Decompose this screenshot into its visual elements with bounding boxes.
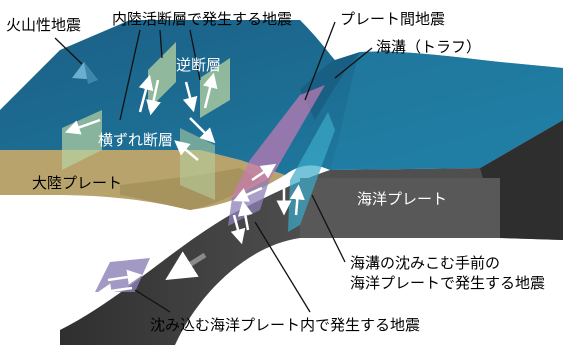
arrow-strike-2 xyxy=(189,117,216,144)
label-interplate-earthquake: プレート間地震 xyxy=(340,10,445,28)
arrow-interplate-2 xyxy=(233,186,263,202)
leader-inland-1 xyxy=(159,29,163,59)
interplate-plane xyxy=(230,85,325,200)
label-strike-slip-fault: 横ずれ断層 xyxy=(98,131,173,149)
motion-arrows xyxy=(64,72,305,299)
arrow-slab-1 xyxy=(230,214,246,245)
leader-interplate xyxy=(304,21,336,101)
arrow-reverse-2 xyxy=(182,81,198,113)
subduction-direction-arrow xyxy=(165,251,207,280)
label-reverse-fault: 逆断層 xyxy=(176,56,221,74)
leader-lines xyxy=(54,21,373,313)
oceanic-plate-front xyxy=(300,178,500,238)
label-outer-rise-line2: 海洋プレートで発生する地震 xyxy=(350,274,545,292)
label-volcanic-earthquake: 火山性地震 xyxy=(6,16,81,34)
arrow-reverse-1 xyxy=(202,72,218,109)
leader-intraslab-2 xyxy=(254,221,311,313)
oceanic-plate-side xyxy=(480,120,563,240)
label-outer-rise-line1: 海溝の沈みこむ手前の xyxy=(350,254,500,272)
label-oceanic-plate: 海洋プレート xyxy=(357,190,447,208)
arrow-interplate-1 xyxy=(251,163,277,182)
trench-groove xyxy=(300,52,360,120)
arrow-slab-2 xyxy=(237,200,253,231)
volcano-icon xyxy=(72,62,98,84)
arrow-strike-1 xyxy=(64,118,101,135)
leader-trench xyxy=(334,47,373,79)
label-continental-plate: 大陸プレート xyxy=(32,174,122,192)
outer-rise-plane xyxy=(288,112,335,232)
leader-outer-rise xyxy=(311,194,346,263)
arrow-strike-3 xyxy=(174,140,199,161)
arrow-slab-lower-2 xyxy=(96,283,133,299)
arrow-slab-lower-1 xyxy=(107,269,143,285)
arrow-outer-2 xyxy=(289,184,305,216)
arrow-inland-2 xyxy=(146,79,161,116)
arrow-inland-1 xyxy=(138,74,154,113)
leader-intraslab-1 xyxy=(134,289,171,313)
leader-inland-2 xyxy=(189,29,201,81)
labels: 火山性地震 内陸活断層で発生する地震 プレート間地震 海溝（トラフ） 海溝の沈み… xyxy=(6,10,545,334)
label-inland-active-fault: 内陸活断層で発生する地震 xyxy=(112,10,292,28)
inner-labels: 逆断層 横ずれ断層 海洋プレート xyxy=(98,56,447,208)
label-intraslab: 沈み込む海洋プレート内で発生する地震 xyxy=(150,316,420,334)
leader-volcano xyxy=(54,37,83,65)
label-trench: 海溝（トラフ） xyxy=(376,38,481,56)
oceanic-plate xyxy=(60,120,563,345)
ocean-surface-right xyxy=(330,51,563,171)
leader-inland-3 xyxy=(119,29,141,121)
